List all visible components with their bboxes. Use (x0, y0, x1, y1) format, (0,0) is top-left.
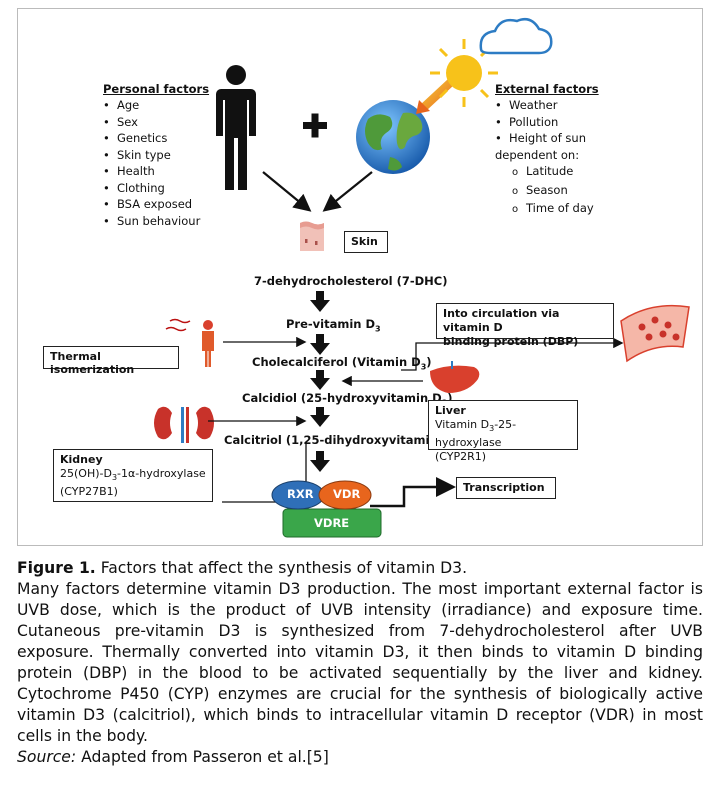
liver-title: Liver (435, 404, 466, 417)
cholecalciferol-label: Cholecalciferol (Vitamin D3) (252, 355, 432, 372)
thermal-human-icon (165, 318, 214, 367)
list-item: BSA exposed (103, 196, 200, 213)
list-item: Pollution (495, 114, 605, 131)
list-item: Age (103, 97, 200, 114)
skin-label: Skin (344, 231, 388, 253)
transcription-box: Transcription (456, 477, 556, 499)
sun-icon (416, 39, 498, 114)
list-item: Genetics (103, 130, 200, 147)
rxr-label: RXR (287, 487, 314, 501)
list-item: Sun behaviour (103, 213, 200, 230)
skin-icon (300, 221, 324, 251)
kidney-icon (154, 406, 214, 443)
vdre-label: VDRE (314, 516, 350, 530)
list-item: Clothing (103, 180, 200, 197)
sun-height-sublist: Latitude Season Time of day (512, 163, 594, 219)
external-factors-list: Weather Pollution Height of sun dependen… (495, 97, 605, 163)
cloud-icon (479, 18, 553, 55)
vdr-label: VDR (333, 487, 361, 501)
list-item: Skin type (103, 147, 200, 164)
personal-factors-list: Age Sex Genetics Skin type Health Clothi… (103, 97, 200, 229)
external-factors-title: External factors (495, 82, 599, 96)
previtamin-label: Pre-vitamin D3 (286, 317, 381, 334)
person-icon (216, 65, 256, 190)
blood-vessel-icon (620, 304, 690, 363)
plus-icon (303, 113, 327, 138)
list-item: Time of day (512, 200, 594, 219)
globe-icon (356, 100, 430, 174)
list-item: Height of sun dependent on: (495, 130, 605, 163)
list-item: Season (512, 182, 594, 201)
calcitriol-label: Calcitriol (1,25-dihydroxyvitamin D3) (224, 433, 462, 449)
dhc-label: 7-dehydrocholesterol (7-DHC) (254, 274, 448, 288)
figure-caption: Figure 1. Factors that affect the synthe… (17, 558, 703, 768)
liver-box: Liver Vitamin D3-25-hydroxylase (CYP2R1) (428, 400, 578, 463)
circulation-box: Into circulation via vitamin D binding p… (436, 303, 614, 348)
kidney-box: Kidney 25(OH)-D3-1α-hydroxylase (CYP27B1… (53, 449, 213, 502)
caption-title: Figure 1. Factors that affect the synthe… (17, 559, 468, 577)
liver-icon (430, 361, 480, 393)
calcidiol-label: Calcidiol (25-hydroxyvitamin D3) (242, 391, 453, 407)
thermal-isomerization-box: Thermal isomerization (43, 346, 179, 376)
pathway-arrows (310, 291, 330, 472)
figure-label: Figure 1. (17, 559, 96, 577)
list-item: Health (103, 163, 200, 180)
list-item: Weather (495, 97, 605, 114)
figure-panel: Personal factors Age Sex Genetics Skin t… (17, 8, 703, 546)
caption-body: Many factors determine vitamin D3 produc… (17, 580, 703, 745)
receptor-complex (271, 480, 382, 538)
personal-factors-title: Personal factors (103, 82, 210, 96)
list-item: Latitude (512, 163, 594, 182)
caption-source: Source: Adapted from Passeron et al.[5] (17, 748, 329, 766)
list-item: Sex (103, 114, 200, 131)
diagram-canvas (154, 18, 690, 538)
kidney-title: Kidney (60, 453, 103, 466)
